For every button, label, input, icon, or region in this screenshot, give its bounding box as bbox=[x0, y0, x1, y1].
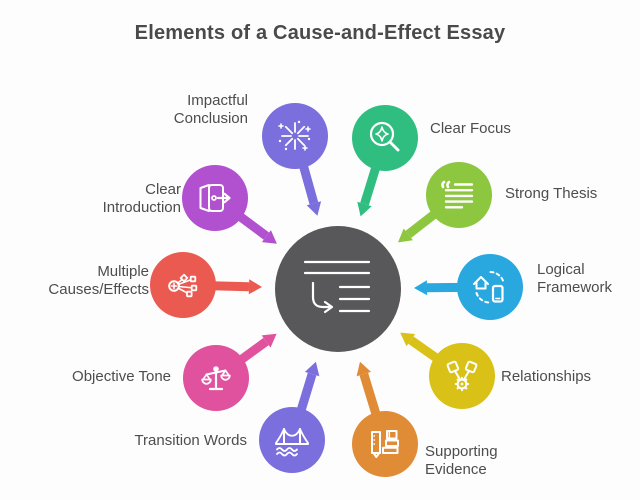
label-strong-thesis: Strong Thesis bbox=[505, 185, 598, 202]
center-hub bbox=[275, 226, 401, 352]
label-objective-tone: Objective Tone bbox=[72, 368, 171, 385]
open-door-icon bbox=[199, 184, 231, 212]
label-transition-words: Transition Words bbox=[134, 432, 247, 449]
quote-text-icon bbox=[441, 180, 474, 209]
node-clear-introduction bbox=[182, 165, 277, 244]
node-supporting-evidence bbox=[352, 361, 418, 477]
node-objective-tone bbox=[183, 333, 277, 411]
arrowhead-objective-tone bbox=[261, 333, 277, 348]
arrowhead-multiple-causes-effects bbox=[248, 279, 262, 295]
label-supporting-evidence: Supporting Evidence bbox=[425, 443, 498, 479]
label-clear-focus: Clear Focus bbox=[430, 120, 511, 137]
node-clear-focus bbox=[352, 105, 418, 217]
circle-impactful-conclusion bbox=[262, 103, 328, 169]
bridge-icon bbox=[275, 428, 309, 457]
sync-structure-icon bbox=[473, 271, 505, 304]
node-impactful-conclusion bbox=[262, 103, 328, 216]
label-multiple-causes-effects: Multiple Causes/Effects bbox=[48, 263, 149, 299]
circle-clear-introduction bbox=[182, 165, 248, 231]
label-impactful-conclusion: Impactful Conclusion bbox=[173, 92, 248, 128]
books-icon bbox=[371, 430, 399, 458]
arrowhead-logical-framework bbox=[414, 280, 428, 296]
circle-relationships bbox=[429, 343, 495, 409]
label-clear-introduction: Clear Introduction bbox=[102, 181, 181, 217]
circle-clear-focus bbox=[352, 105, 418, 171]
circle-logical-framework bbox=[457, 254, 523, 320]
arrowhead-supporting-evidence bbox=[356, 361, 371, 377]
arrowhead-relationships bbox=[400, 332, 416, 347]
node-transition-words bbox=[259, 361, 325, 473]
branching-nodes-icon bbox=[168, 273, 198, 298]
label-logical-framework: Logical Framework bbox=[537, 261, 613, 297]
node-relationships bbox=[400, 332, 495, 409]
arrowhead-clear-introduction bbox=[261, 230, 277, 244]
arrowhead-impactful-conclusion bbox=[306, 201, 322, 216]
center-circle bbox=[275, 226, 401, 352]
balance-scale-icon bbox=[201, 366, 231, 391]
fireworks-icon bbox=[278, 120, 311, 151]
diagram-title: Elements of a Cause-and-Effect Essay bbox=[134, 22, 506, 44]
magnifier-sparkle-icon bbox=[369, 121, 400, 152]
gear-pistons-icon bbox=[446, 360, 478, 392]
node-strong-thesis bbox=[398, 162, 492, 243]
arrowhead-clear-focus bbox=[357, 201, 372, 217]
arrowhead-strong-thesis bbox=[398, 228, 413, 243]
circle-multiple-causes-effects bbox=[150, 252, 216, 318]
essay-outline-icon bbox=[303, 260, 371, 314]
node-logical-framework bbox=[414, 254, 523, 320]
arrowhead-transition-words bbox=[304, 361, 320, 377]
label-relationships: Relationships bbox=[501, 368, 592, 385]
node-multiple-causes-effects bbox=[150, 252, 262, 318]
circle-transition-words bbox=[259, 407, 325, 473]
